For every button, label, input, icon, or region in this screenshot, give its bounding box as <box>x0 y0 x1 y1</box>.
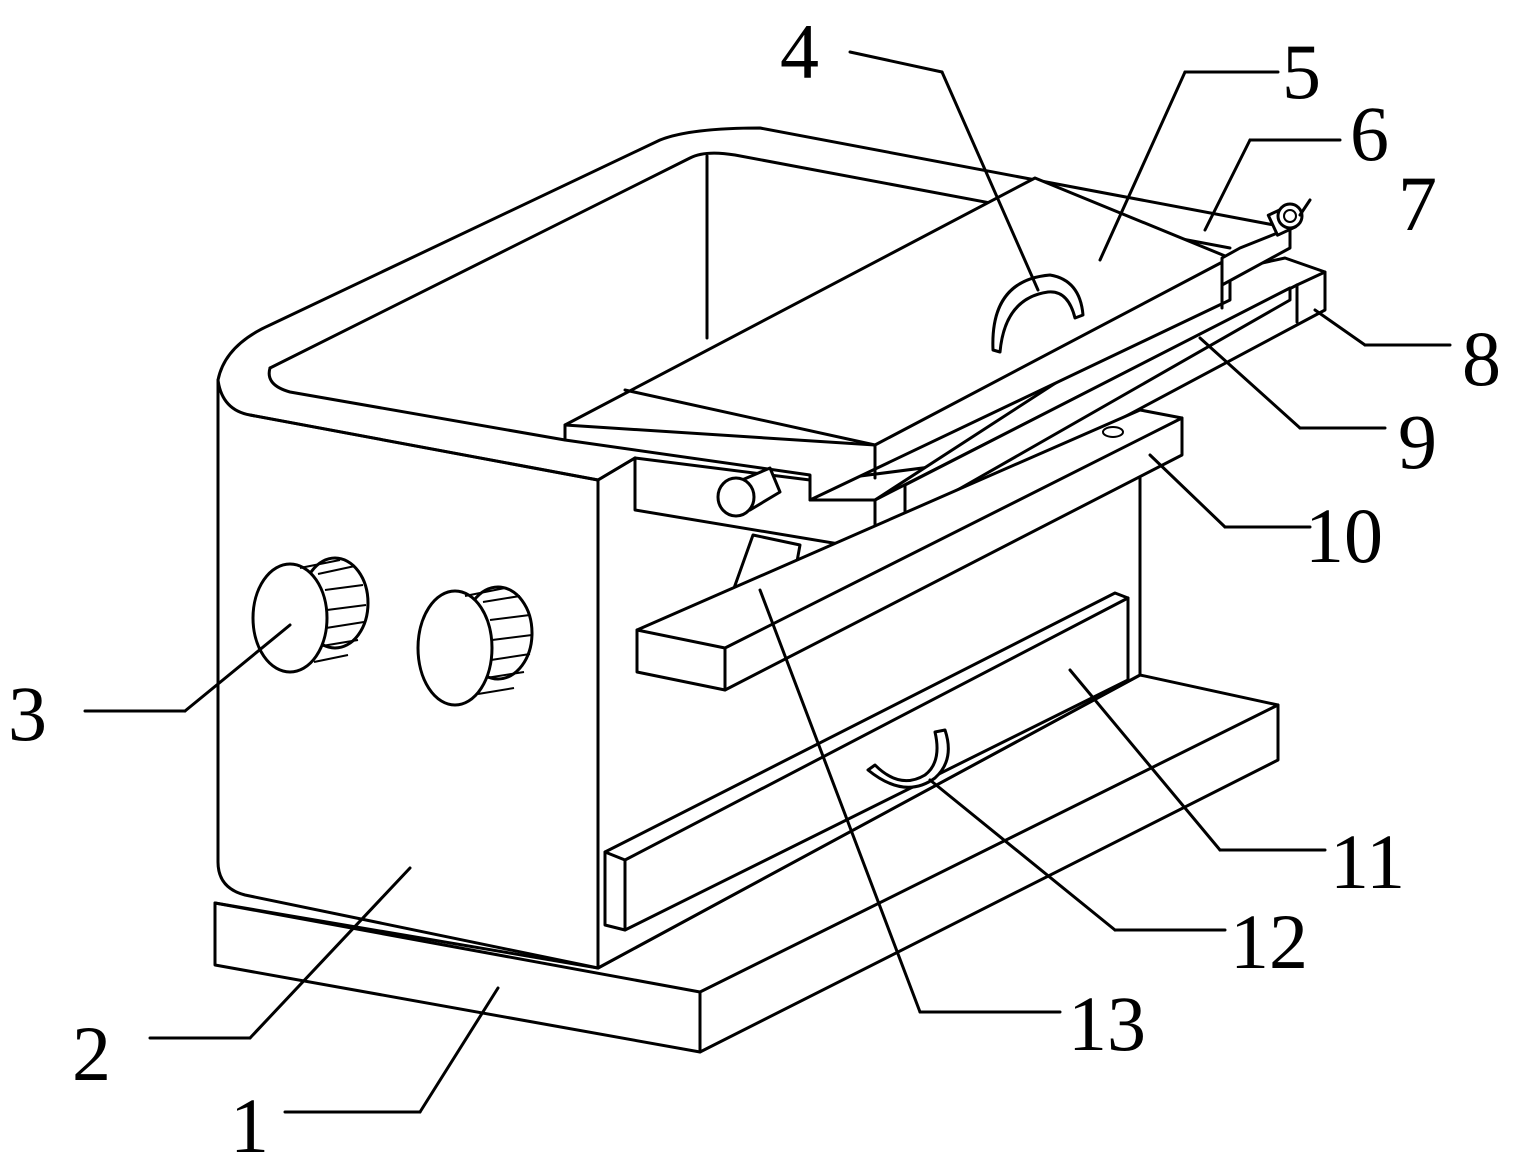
label-2: 2 <box>72 1010 111 1097</box>
drawer-handle <box>866 728 950 789</box>
label-11: 11 <box>1330 818 1405 905</box>
top-handle <box>991 273 1085 354</box>
label-4: 4 <box>780 8 819 95</box>
drawer <box>603 591 1130 932</box>
label-7: 7 <box>1398 160 1437 247</box>
cover-plate <box>563 176 1232 502</box>
label-10: 10 <box>1305 492 1383 579</box>
leader-lines <box>83 50 1452 1114</box>
label-5: 5 <box>1282 28 1321 115</box>
knob-right <box>416 585 534 707</box>
knob-left <box>251 556 370 674</box>
label-3: 3 <box>8 670 47 757</box>
middle-beam <box>635 408 1184 692</box>
label-1: 1 <box>230 1082 269 1167</box>
pin <box>716 466 782 518</box>
label-12: 12 <box>1230 898 1308 985</box>
cover-strip <box>1220 226 1292 287</box>
label-6: 6 <box>1350 90 1389 177</box>
label-8: 8 <box>1462 315 1501 402</box>
bolt <box>1266 202 1304 237</box>
label-13: 13 <box>1068 980 1146 1067</box>
label-9: 9 <box>1398 398 1437 485</box>
